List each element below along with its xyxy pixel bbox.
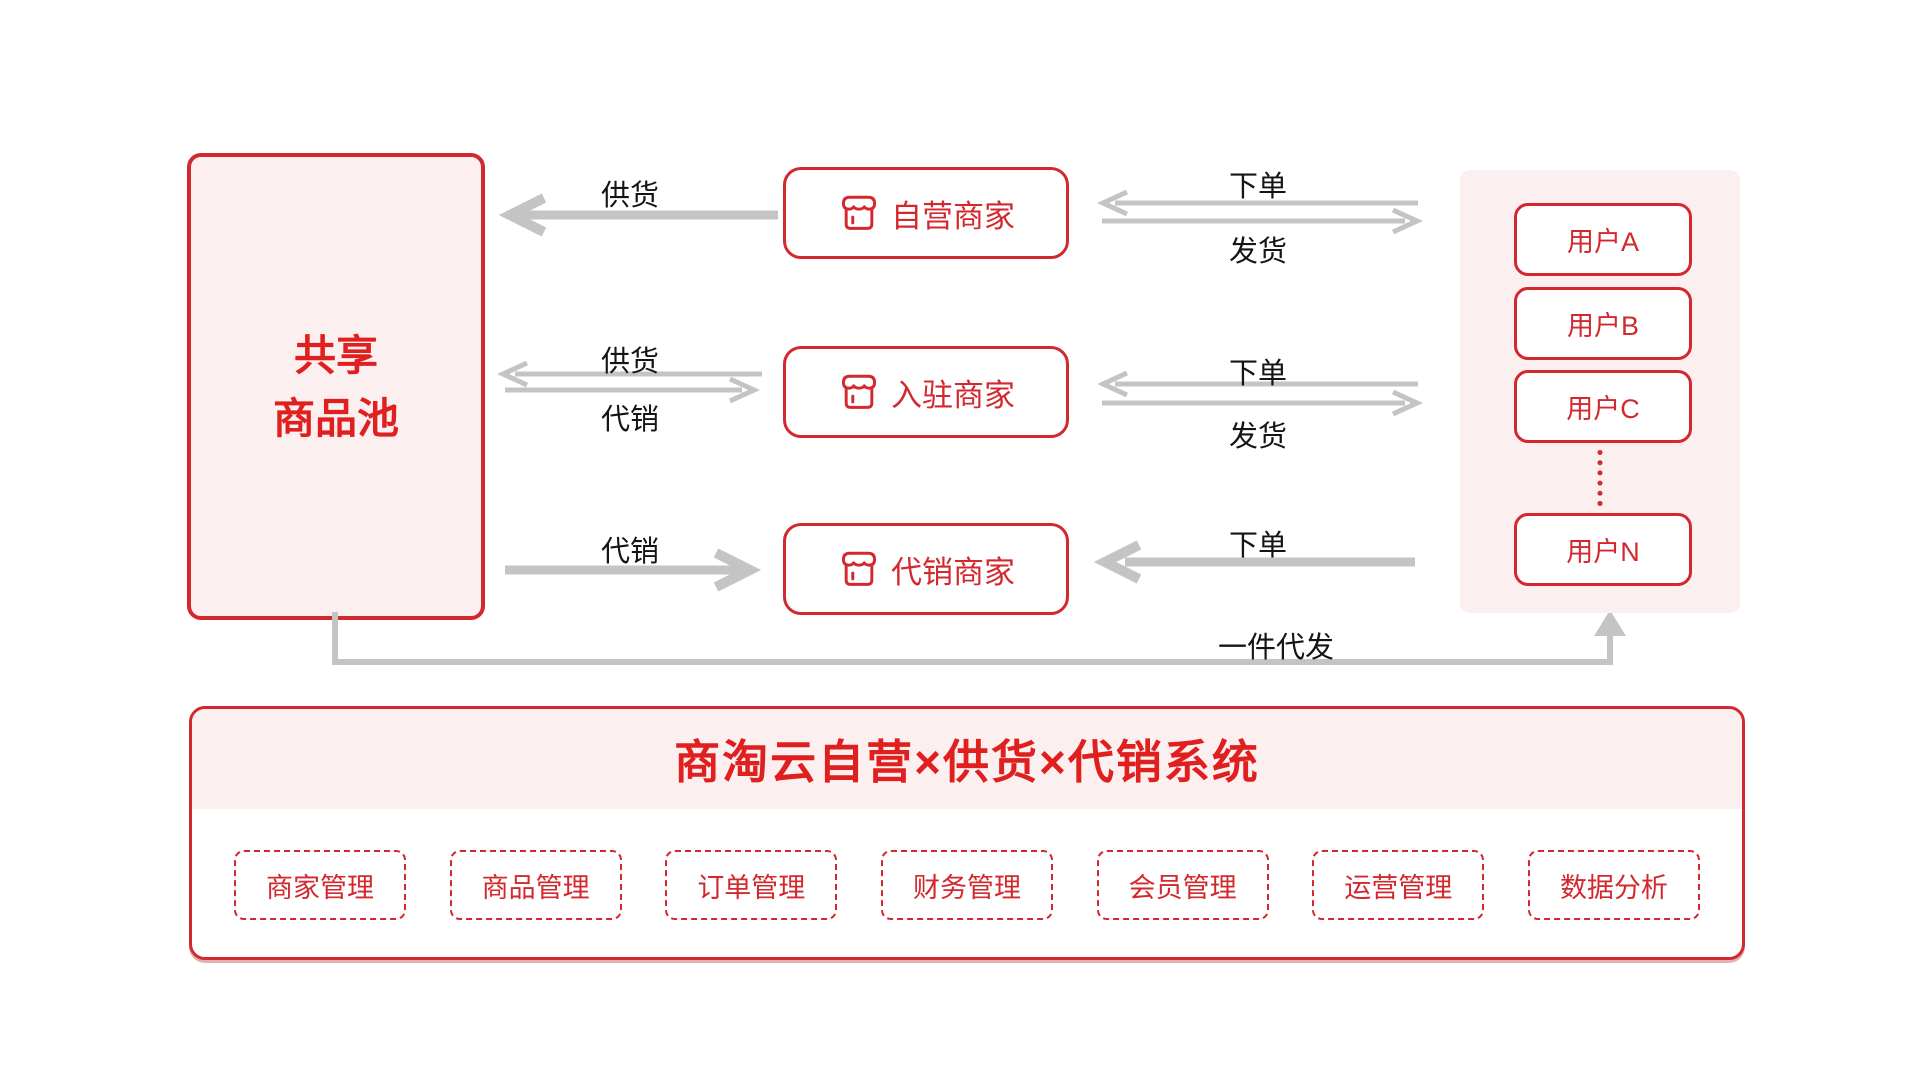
user-box-b: 用户B (1514, 287, 1692, 360)
shared-product-pool-box: 共享 商品池 (187, 153, 485, 620)
merchant-card-self-operated: 自营商家 (783, 167, 1069, 259)
merchant-label: 自营商家 (891, 198, 1015, 234)
dropship-connector (332, 610, 1626, 665)
order-label-mid: 下单 (1228, 358, 1288, 390)
merchant-label: 入驻商家 (891, 377, 1015, 413)
store-icon (841, 374, 877, 409)
consign-label-mid: 代销 (600, 404, 660, 436)
users-ellipsis (1597, 450, 1603, 506)
system-title: 商淘云自营×供货×代销系统 (674, 736, 1260, 788)
supply-label-mid: 供货 (600, 346, 660, 378)
user-box-c: 用户C (1514, 370, 1692, 443)
pool-title-line1: 共享 (293, 331, 378, 379)
store-icon (841, 551, 877, 586)
system-modules-row: 商家管理 商品管理 订单管理 财务管理 会员管理 运营管理 数据分析 (192, 850, 1742, 920)
module-chip-order-mgmt: 订单管理 (665, 850, 838, 920)
supply-label-top: 供货 (600, 180, 660, 212)
module-chip-operation-mgmt: 运营管理 (1312, 850, 1485, 920)
order-label-bottom: 下单 (1228, 530, 1288, 562)
user-box-n: 用户N (1514, 513, 1692, 586)
merchant-card-settled: 入驻商家 (783, 346, 1069, 438)
ship-label-top: 发货 (1228, 236, 1288, 268)
order-label-top: 下单 (1228, 171, 1288, 203)
system-title-band: 商淘云自营×供货×代销系统 (192, 709, 1742, 809)
module-chip-merchant-mgmt: 商家管理 (234, 850, 406, 920)
merchant-card-consignment: 代销商家 (783, 523, 1069, 615)
pool-title-line2: 商品池 (272, 394, 399, 442)
module-chip-finance-mgmt: 财务管理 (880, 850, 1053, 920)
store-icon (841, 195, 877, 230)
module-chip-product-mgmt: 商品管理 (449, 850, 622, 920)
module-chip-member-mgmt: 会员管理 (1096, 850, 1269, 920)
system-box: 商淘云自营×供货×代销系统 商家管理 商品管理 订单管理 财务管理 会员管理 运… (189, 706, 1745, 960)
dropship-label: 一件代发 (1217, 632, 1335, 664)
consign-label-bottom: 代销 (600, 536, 660, 568)
module-chip-data-analysis: 数据分析 (1527, 850, 1700, 920)
ship-label-mid: 发货 (1228, 421, 1288, 453)
users-panel: 用户A 用户B 用户C 用户N (1460, 170, 1740, 613)
merchant-label: 代销商家 (891, 554, 1015, 590)
ship-arrow-mid (1102, 389, 1424, 417)
user-box-a: 用户A (1514, 203, 1692, 276)
